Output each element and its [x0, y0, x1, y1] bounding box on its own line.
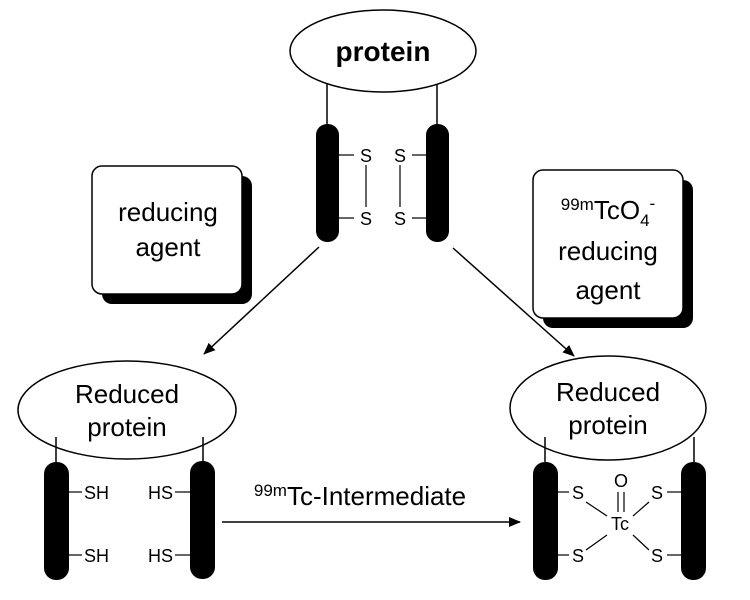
- thiol-group: HS: [148, 483, 173, 503]
- top-left-strand: [316, 124, 339, 242]
- right-reduced-line2: protein: [568, 410, 648, 440]
- left-reduced-strand: [190, 461, 215, 579]
- thiol-group: HS: [148, 546, 173, 566]
- tc-intermediate-label: 99mTc-Intermediate: [254, 481, 466, 511]
- right-reduced-ellipse: [509, 355, 707, 461]
- sulfur-atom: S: [360, 209, 372, 229]
- oxygen-atom: O: [614, 471, 628, 491]
- right-reduced-strand: [533, 462, 558, 580]
- left-box-line2: agent: [135, 232, 201, 262]
- sulfur-atom: S: [651, 483, 663, 503]
- thiol-group: SH: [84, 483, 109, 503]
- right-reduced-strand: [681, 462, 706, 580]
- right-reduced-line1: Reduced: [556, 377, 660, 407]
- tc-s-bond: [585, 534, 608, 551]
- top-protein-ellipse: [289, 9, 477, 93]
- right-reagent-box: 99mTcO4- reducing agent: [532, 169, 693, 328]
- sulfur-atom: S: [651, 546, 663, 566]
- right-reduced-protein: Reduced protein S S S S Tc O: [509, 355, 707, 580]
- top-protein: protein S S S S: [289, 9, 477, 242]
- top-protein-label: protein: [336, 36, 431, 67]
- sulfur-atom: S: [572, 546, 584, 566]
- left-box-line1: reducing: [118, 197, 218, 227]
- top-right-strand: [426, 124, 449, 242]
- sulfur-atom: S: [394, 209, 406, 229]
- arrow-to-right-product: [452, 247, 575, 357]
- sulfur-atom: S: [572, 483, 584, 503]
- tc-s-bond: [585, 501, 608, 517]
- right-box-line3: agent: [575, 275, 641, 305]
- left-reduced-line2: protein: [87, 412, 167, 442]
- sulfur-atom: S: [394, 146, 406, 166]
- right-box-line2: reducing: [558, 236, 658, 266]
- left-reduced-line1: Reduced: [75, 379, 179, 409]
- right-box-frame: [532, 169, 684, 319]
- left-reduced-strand: [44, 462, 69, 580]
- pertechnetate-formula: 99mTcO4-: [561, 194, 655, 230]
- left-reduced-protein: Reduced protein SH SH HS HS: [17, 360, 237, 580]
- tc-s-bond: [632, 501, 650, 517]
- left-reduced-ellipse: [17, 360, 237, 460]
- left-reagent-box: reducing agent: [91, 165, 252, 304]
- arrow-to-left-product: [203, 246, 320, 355]
- tc-intermediate-step: 99mTc-Intermediate: [222, 481, 521, 527]
- technetium-atom: Tc: [611, 514, 629, 534]
- sulfur-atom: S: [360, 146, 372, 166]
- left-box-frame: [91, 165, 243, 295]
- tc-s-bond: [632, 534, 650, 551]
- thiol-group: SH: [84, 546, 109, 566]
